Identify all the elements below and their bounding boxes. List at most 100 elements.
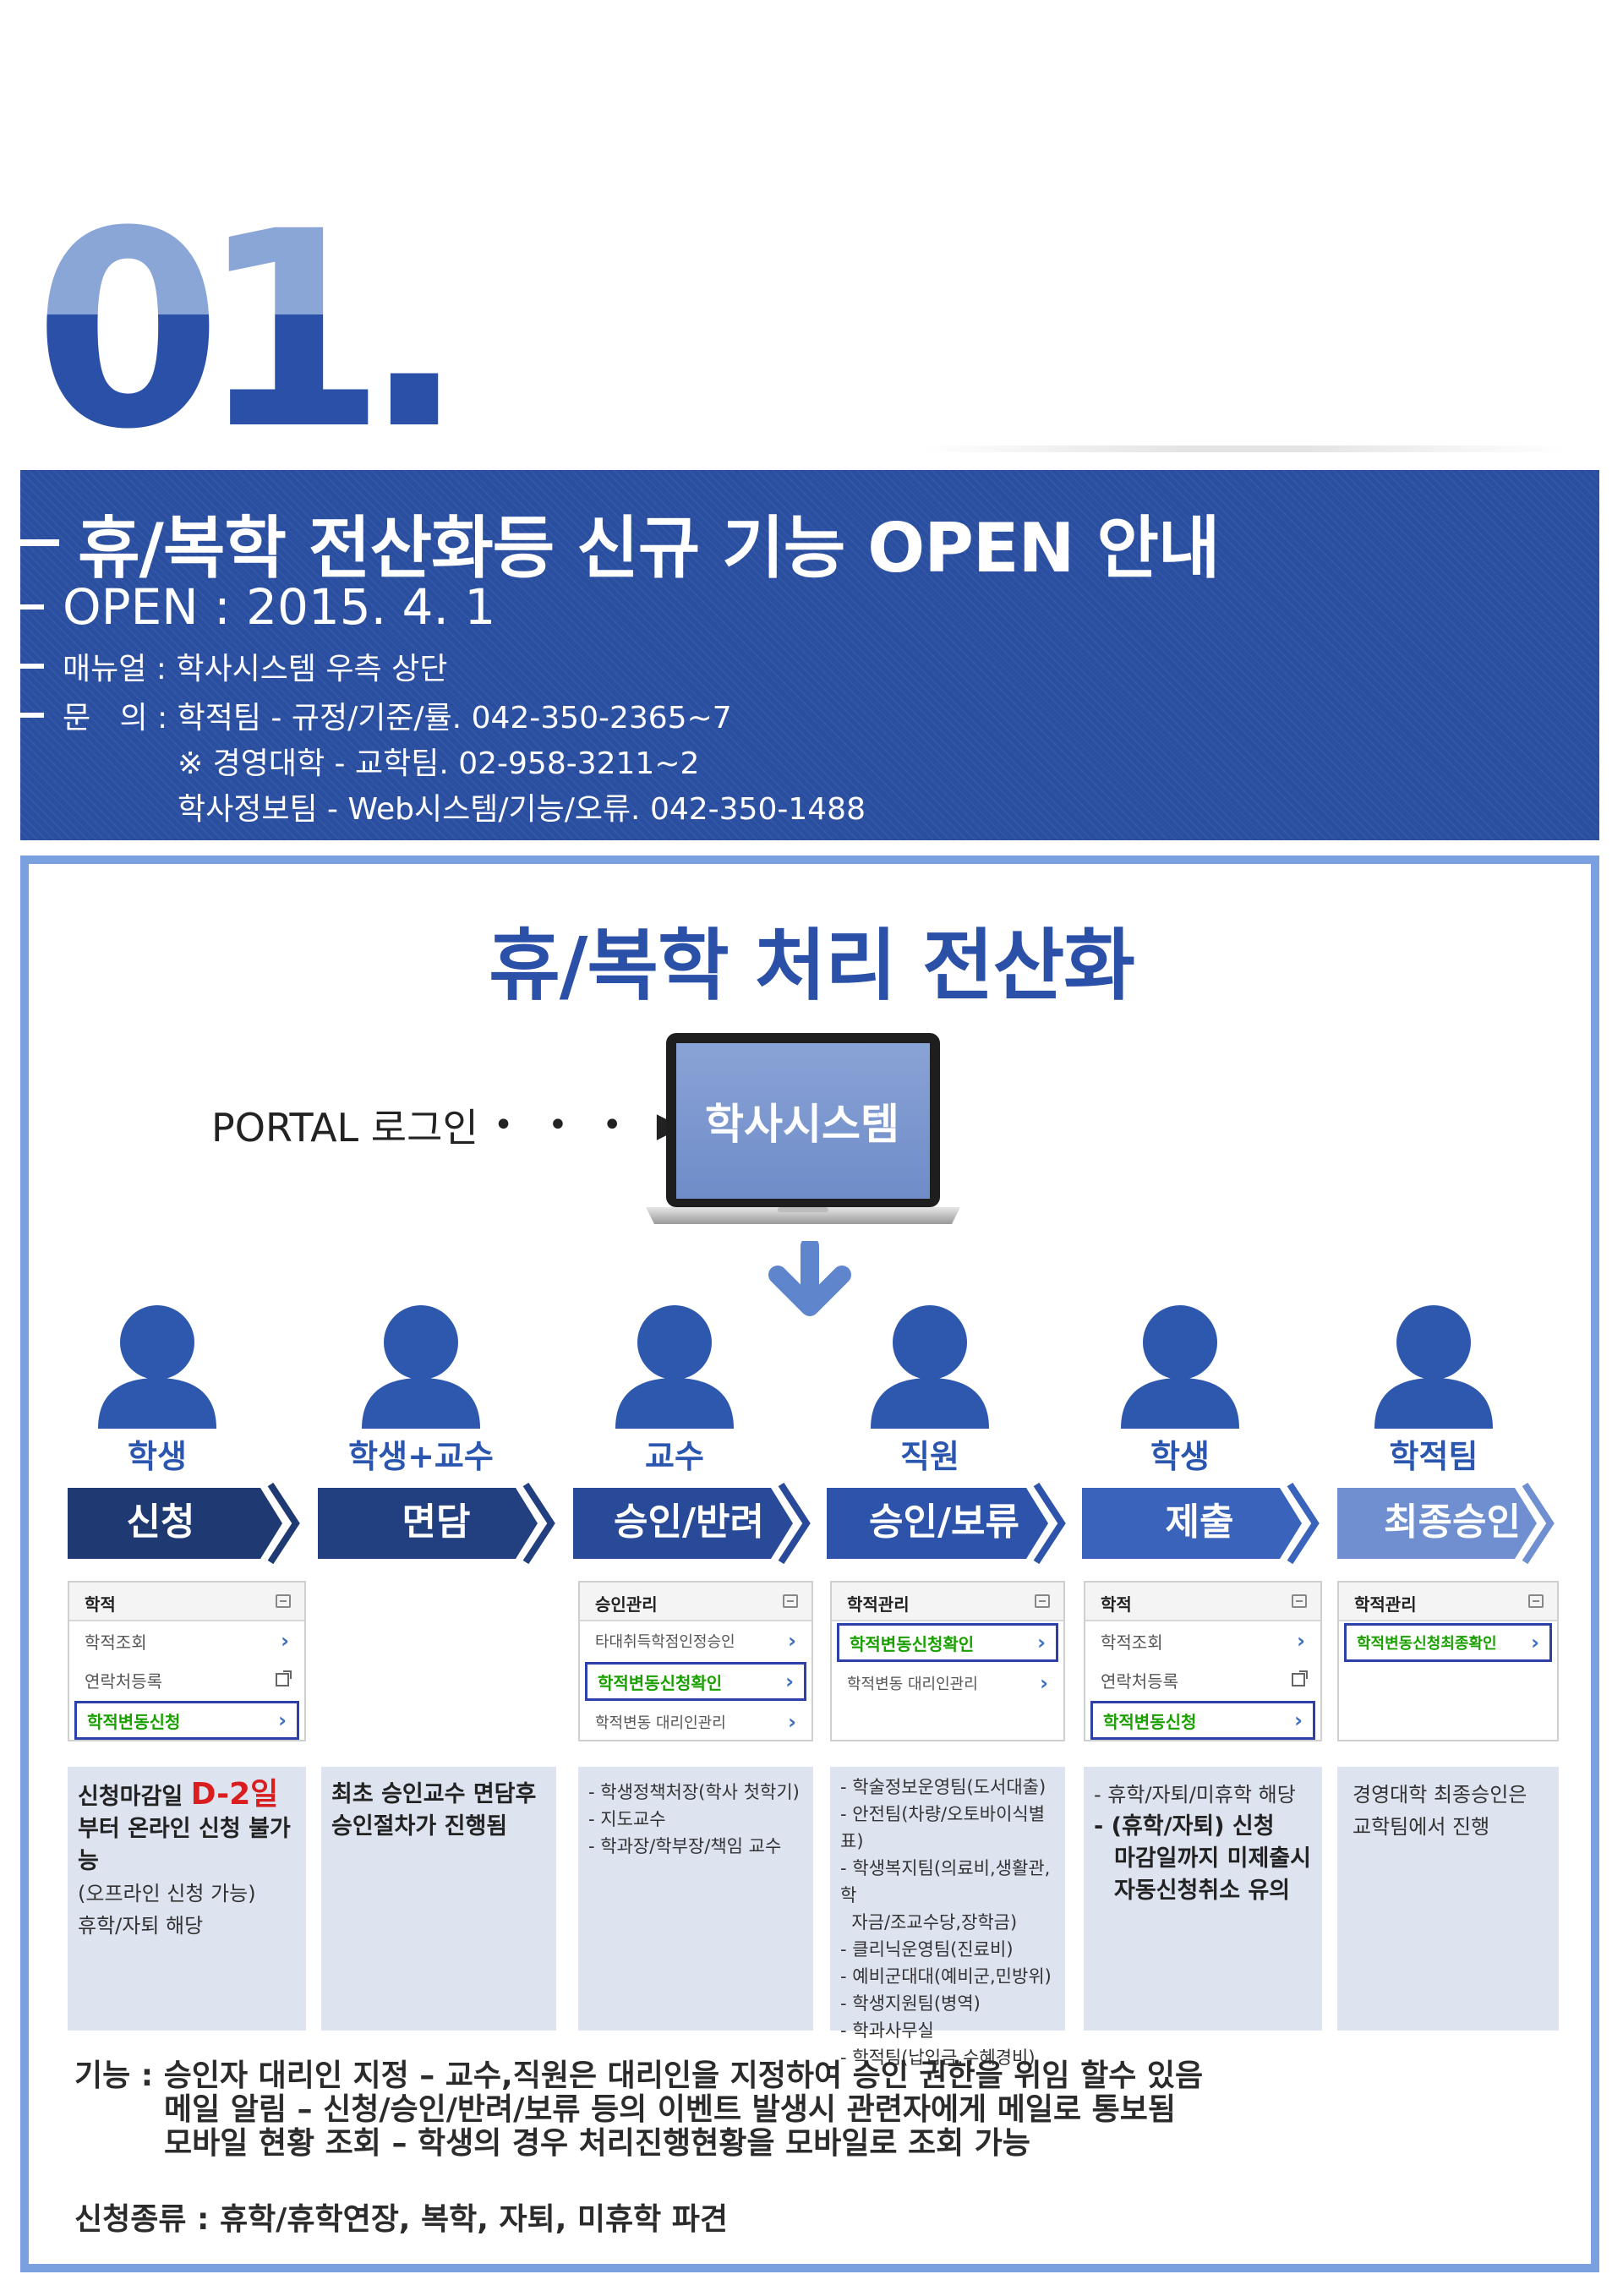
menu-student-academic: 학적 학적조회 › 연락처등록 학적변동신청› xyxy=(68,1581,306,1741)
chevron-right-icon: › xyxy=(788,1710,796,1734)
application-types: 신청종류 : 휴학/휴학연장, 복학, 자퇴, 미휴학 파견 xyxy=(74,2202,729,2237)
menu-item-credit-approval[interactable]: 타대취득학점인정승인› xyxy=(580,1621,812,1660)
banner-open-row: OPEN : 2015. 4. 1 xyxy=(20,578,495,636)
feature-mail-alert: 메일 알림 – 신청/승인/반려/보류 등의 이벤트 발생시 관련자에게 메일로… xyxy=(164,2092,1176,2127)
menu-item-label: 학적변동 대리인관리 xyxy=(847,1676,978,1693)
step-submit: 제출 xyxy=(1165,1501,1234,1544)
menu-item-contact-register[interactable]: 연락처등록 xyxy=(1085,1660,1320,1699)
laptop-icon xyxy=(642,1028,964,1231)
chevron-right-icon: › xyxy=(1037,1631,1046,1654)
menu-staff-academic-management: 학적관리 학적변동신청확인› 학적변동 대리인관리 › xyxy=(830,1581,1065,1741)
banner-contact-row: 문 의 : 학적팀 - 규정/기준/률. 042-350-2365~7 xyxy=(20,693,732,737)
step-apply: 신청 xyxy=(126,1501,195,1544)
menu-team-academic-management: 학적관리 학적변동신청최종확인› xyxy=(1337,1581,1559,1741)
desc-line: - 예비군대대(예비군,민방위) xyxy=(840,1966,1052,1987)
person-icon xyxy=(345,1302,497,1429)
decorative-divider xyxy=(921,446,1564,452)
menu-header: 학적 xyxy=(69,1583,304,1621)
notice-banner: 휴/복학 전산화등 신규 기능 OPEN 안내 OPEN : 2015. 4. … xyxy=(20,470,1599,840)
desc-line: - (휴학/자퇴) 신청 xyxy=(1094,1813,1275,1840)
menu-header-label: 학적 xyxy=(1101,1594,1132,1615)
arrow-down-icon xyxy=(766,1237,854,1319)
step-approve-hold: 승인/보류 xyxy=(869,1501,1019,1544)
bullet-dash xyxy=(20,539,59,546)
menu-item-label: 연락처등록 xyxy=(85,1670,162,1692)
desc-line: - 학생복지팀(의료비,생활관,학 xyxy=(840,1858,1051,1905)
chevron-right-icon: › xyxy=(1040,1671,1048,1695)
banner-manual-row: 매뉴얼 : 학사시스템 우측 상단 xyxy=(20,644,447,688)
desc-line: 경영대학 최종승인은 xyxy=(1352,1783,1527,1807)
section-number-graphic: 01. 01. xyxy=(34,203,466,456)
desc-line: - 지도교수 xyxy=(588,1809,666,1829)
bullet-dash xyxy=(20,604,44,610)
desc-line: 부터 온라인 신청 불가능 xyxy=(78,1816,291,1874)
menu-header: 학적 xyxy=(1085,1583,1320,1621)
role-student-professor: 학생+교수 xyxy=(348,1438,494,1475)
bullet-dash xyxy=(20,713,44,718)
menu-header: 학적관리 xyxy=(832,1583,1063,1621)
collapse-icon[interactable] xyxy=(276,1594,291,1608)
desc-line: - 학생지원팀(병역) xyxy=(840,1993,981,2014)
collapse-icon[interactable] xyxy=(1292,1594,1307,1608)
contact-business-school: ※ 경영대학 - 교학팀. 02-958-3211~2 xyxy=(178,746,700,781)
step-chevron xyxy=(318,1481,560,1566)
desc-line: (오프라인 신청 가능) xyxy=(78,1882,256,1905)
section-number-text-top: 01. xyxy=(34,203,442,456)
role-staff: 직원 xyxy=(900,1438,959,1475)
desc-line: - 학과사무실 xyxy=(840,2020,934,2041)
portal-login-flow: PORTAL 로그인 • • • ▶ xyxy=(211,1097,694,1153)
step-approve-reject: 승인/반려 xyxy=(614,1501,764,1544)
academic-system-label: 학사시스템 xyxy=(705,1100,899,1149)
desc-line: - 클리닉운영팀(진료비) xyxy=(840,1939,1014,1960)
desc-line: 교학팀에서 진행 xyxy=(1352,1815,1490,1839)
menu-item-label: 학적조회 xyxy=(1101,1632,1163,1653)
portal-login-label: PORTAL 로그인 xyxy=(211,1105,478,1151)
menu-item-label: 학적조회 xyxy=(85,1632,147,1653)
menu-item-label: 학적변동신청 xyxy=(1103,1711,1197,1732)
collapse-icon[interactable] xyxy=(1035,1594,1050,1608)
collapse-icon[interactable] xyxy=(1528,1594,1544,1608)
menu-item-status-change-confirm[interactable]: 학적변동신청확인› xyxy=(585,1662,806,1701)
manual-location: 매뉴얼 : 학사시스템 우측 상단 xyxy=(63,652,448,686)
person-icon xyxy=(81,1302,233,1429)
step-interview: 면담 xyxy=(402,1501,471,1544)
menu-item-proxy-management[interactable]: 학적변동 대리인관리› xyxy=(580,1703,812,1741)
chevron-right-icon: › xyxy=(281,1629,289,1653)
step-chevron-final xyxy=(1337,1481,1559,1566)
role-student: 학생 xyxy=(1150,1438,1210,1475)
step-final-approval: 최종승인 xyxy=(1384,1501,1521,1544)
step-chevron xyxy=(573,1481,815,1566)
menu-item-label: 타대취득학점인정승인 xyxy=(595,1633,735,1651)
menu-item-label: 학적변동신청확인 xyxy=(598,1672,723,1693)
person-icon xyxy=(598,1302,751,1429)
step-chevron xyxy=(68,1481,304,1566)
menu-item-status-change-request[interactable]: 학적변동신청› xyxy=(74,1701,299,1740)
menu-item-status-change-request[interactable]: 학적변동신청› xyxy=(1090,1701,1315,1740)
desc-line: 자동신청취소 유의 xyxy=(1114,1878,1291,1904)
menu-student-academic: 학적 학적조회 › 연락처등록 학적변동신청› xyxy=(1084,1581,1322,1741)
menu-item-academic-view[interactable]: 학적조회 › xyxy=(1085,1621,1320,1660)
desc-deadline-text: 신청마감일 xyxy=(78,1784,191,1810)
menu-item-academic-view[interactable]: 학적조회 › xyxy=(69,1621,304,1660)
process-title: 휴/복학 처리 전산화 xyxy=(489,921,1135,1011)
section-number-text-bottom: 01. xyxy=(34,203,442,456)
menu-item-label: 학적변동신청최종확인 xyxy=(1357,1635,1497,1653)
desc-line: 마감일까지 미제출시 xyxy=(1114,1845,1311,1872)
menu-item-proxy-management[interactable]: 학적변동 대리인관리 › xyxy=(832,1664,1063,1703)
collapse-icon[interactable] xyxy=(783,1594,798,1608)
desc-line: - 학생정책처장(학사 첫학기) xyxy=(588,1782,800,1802)
contact-info-team: 학사정보팀 - Web시스템/기능/오류. 042-350-1488 xyxy=(178,792,866,827)
menu-item-status-change-confirm[interactable]: 학적변동신청확인› xyxy=(837,1623,1058,1662)
step-chevron xyxy=(827,1481,1070,1566)
desc-line: - 안전팀(차량/오토바이식별표) xyxy=(840,1804,1046,1851)
step-chevron xyxy=(1082,1481,1324,1566)
desc-approvers-professor: - 학생정책처장(학사 첫학기) - 지도교수 - 학과장/학부장/책임 교수 xyxy=(578,1767,813,2031)
menu-item-contact-register[interactable]: 연락처등록 xyxy=(69,1660,304,1699)
menu-header: 승인관리 xyxy=(580,1583,812,1621)
desc-submit: - 휴학/자퇴/미휴학 해당 - (휴학/자퇴) 신청 마감일까지 미제출시 자… xyxy=(1084,1767,1322,2031)
chevron-right-icon: › xyxy=(1297,1629,1305,1653)
banner-title-row: 휴/복학 전산화등 신규 기능 OPEN 안내 xyxy=(20,494,1221,592)
desc-interview: 최초 승인교수 면담후 승인절차가 진행됨 xyxy=(321,1767,556,2031)
menu-item-final-confirm[interactable]: 학적변동신청최종확인› xyxy=(1344,1623,1552,1662)
feature-proxy: 기능 : 승인자 대리인 지정 – 교수,직원은 대리인을 지정하여 승인 권한… xyxy=(74,2058,1204,2093)
